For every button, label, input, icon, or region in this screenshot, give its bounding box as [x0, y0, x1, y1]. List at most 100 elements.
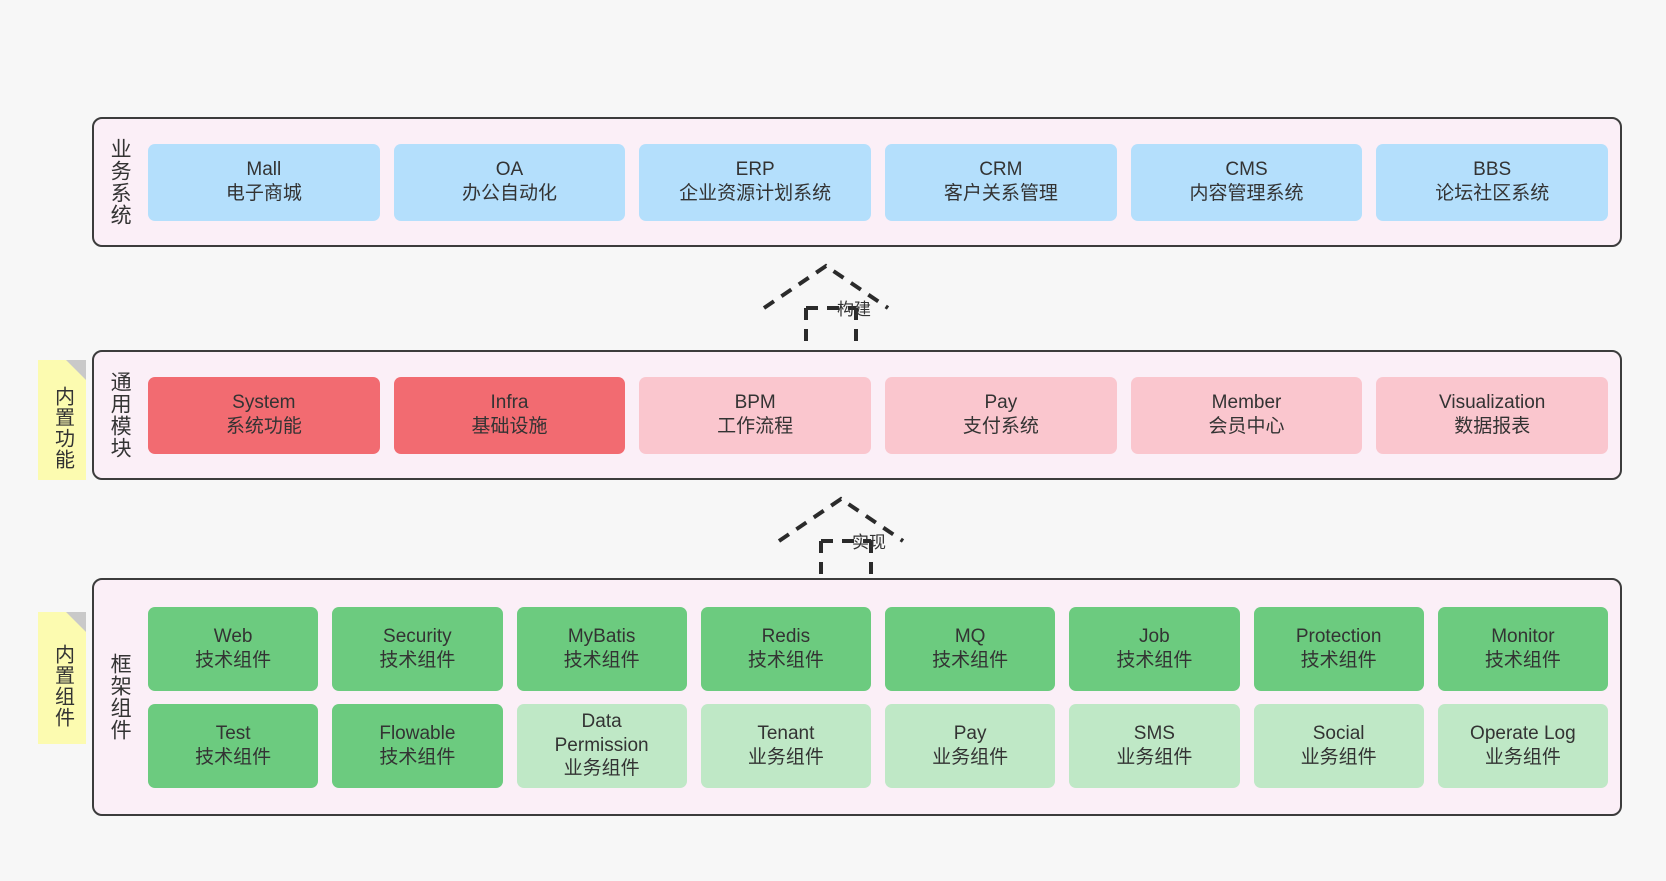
layer-common-modules: 通用模块 System 系统功能 Infra 基础设施 BPM 工作流程 Pay… [92, 350, 1622, 480]
card-web[interactable]: Web 技术组件 [148, 606, 319, 691]
layer-framework-components: 框架组件 Web 技术组件 Security 技术组件 MyBatis 技术组件… [92, 578, 1622, 816]
card-title: Data Permission [554, 710, 649, 756]
card-title: Monitor [1491, 625, 1555, 647]
card-subtitle: 会员中心 [1208, 416, 1285, 437]
card-member[interactable]: Member 会员中心 [1130, 376, 1363, 454]
card-subtitle: 技术组件 [1300, 649, 1377, 671]
card-erp[interactable]: ERP 企业资源计划系统 [639, 143, 872, 221]
card-subtitle: 系统功能 [225, 416, 302, 437]
card-title: BBS [1473, 159, 1512, 181]
card-subtitle: 业务组件 [932, 746, 1009, 768]
note-fold-icon [66, 612, 86, 632]
card-title: Operate Log [1470, 722, 1576, 744]
framework-tech-row: Web 技术组件 Security 技术组件 MyBatis 技术组件 Redi… [148, 606, 1608, 691]
card-title: Security [383, 625, 452, 647]
card-subtitle: 数据报表 [1454, 416, 1531, 437]
card-test[interactable]: Test 技术组件 [148, 703, 319, 788]
note-builtin-features: 内置功能 [38, 360, 86, 480]
card-subtitle: 内容管理系统 [1189, 183, 1304, 204]
connector-build-arrow [762, 263, 890, 352]
card-system[interactable]: System 系统功能 [148, 376, 380, 454]
layer-body-framework-components: Web 技术组件 Security 技术组件 MyBatis 技术组件 Redi… [144, 580, 1620, 814]
card-title: Test [215, 722, 251, 744]
card-title: Pay [953, 722, 987, 744]
layer-title-common-modules: 通用模块 [108, 371, 132, 459]
card-bbs[interactable]: BBS 论坛社区系统 [1376, 143, 1609, 221]
card-cms[interactable]: CMS 内容管理系统 [1130, 143, 1363, 221]
card-title: CMS [1225, 159, 1268, 181]
common-card-row: System 系统功能 Infra 基础设施 BPM 工作流程 Pay 支付系统… [148, 376, 1609, 454]
card-subtitle: 支付系统 [962, 416, 1039, 437]
card-subtitle: 论坛社区系统 [1435, 183, 1550, 204]
layer-title-business-systems: 业务系统 [108, 138, 132, 226]
card-pay-component[interactable]: Pay 业务组件 [885, 703, 1056, 788]
card-operate-log[interactable]: Operate Log 业务组件 [1437, 703, 1608, 788]
card-mybatis[interactable]: MyBatis 技术组件 [516, 606, 687, 691]
card-visualization[interactable]: Visualization 数据报表 [1376, 376, 1609, 454]
card-sms[interactable]: SMS 业务组件 [1069, 703, 1240, 788]
card-social[interactable]: Social 业务组件 [1253, 703, 1424, 788]
card-bpm[interactable]: BPM 工作流程 [639, 376, 872, 454]
card-title: BPM [734, 392, 776, 414]
card-pay[interactable]: Pay 支付系统 [885, 376, 1117, 454]
card-title: System [232, 392, 296, 414]
card-subtitle: 技术组件 [379, 746, 456, 768]
connector-implement-label: 实现 [852, 533, 886, 552]
card-subtitle: 企业资源计划系统 [679, 183, 832, 204]
card-subtitle: 业务组件 [1484, 746, 1561, 768]
card-subtitle: 技术组件 [195, 649, 272, 671]
card-subtitle: 办公自动化 [462, 183, 558, 204]
card-subtitle: 工作流程 [717, 416, 794, 437]
card-subtitle: 业务组件 [1300, 746, 1377, 768]
card-subtitle: 技术组件 [563, 649, 640, 671]
note-label: 内置组件 [51, 644, 74, 728]
card-infra[interactable]: Infra 基础设施 [393, 376, 626, 454]
card-tenant[interactable]: Tenant 业务组件 [700, 703, 871, 788]
card-subtitle: 客户关系管理 [943, 183, 1058, 204]
card-title: MQ [954, 625, 986, 647]
card-crm[interactable]: CRM 客户关系管理 [885, 143, 1117, 221]
card-mall[interactable]: Mall 电子商城 [148, 143, 380, 221]
card-data-permission[interactable]: Data Permission 业务组件 [516, 703, 687, 788]
card-title: Redis [761, 625, 811, 647]
card-security[interactable]: Security 技术组件 [332, 606, 503, 691]
card-subtitle: 技术组件 [1484, 649, 1561, 671]
card-title: Tenant [757, 722, 815, 744]
card-title: SMS [1133, 722, 1175, 744]
card-title: Web [213, 625, 253, 647]
layer-body-business-systems: Mall 电子商城 OA 办公自动化 ERP 企业资源计划系统 CRM 客户关系… [144, 119, 1620, 245]
layer-body-common-modules: System 系统功能 Infra 基础设施 BPM 工作流程 Pay 支付系统… [144, 352, 1620, 478]
card-subtitle: 技术组件 [195, 746, 272, 768]
card-flowable[interactable]: Flowable 技术组件 [332, 703, 503, 788]
card-subtitle: 业务组件 [563, 758, 640, 780]
connector-build: 构建 [760, 262, 940, 354]
card-title: CRM [979, 159, 1023, 181]
card-title: OA [495, 159, 524, 181]
card-monitor[interactable]: Monitor 技术组件 [1437, 606, 1608, 691]
card-title: Social [1312, 722, 1365, 744]
card-title: Visualization [1439, 392, 1546, 414]
connector-build-label: 构建 [837, 300, 871, 319]
card-title: Job [1139, 625, 1170, 647]
card-subtitle: 技术组件 [379, 649, 456, 671]
card-protection[interactable]: Protection 技术组件 [1253, 606, 1424, 691]
card-title: Pay [984, 392, 1018, 414]
layer-business-systems: 业务系统 Mall 电子商城 OA 办公自动化 ERP 企业资源计划系统 CRM… [92, 117, 1622, 247]
card-oa[interactable]: OA 办公自动化 [393, 143, 626, 221]
layer-title-framework-components: 框架组件 [108, 653, 132, 741]
connector-implement-arrow [777, 496, 905, 585]
card-redis[interactable]: Redis 技术组件 [700, 606, 871, 691]
card-title: Infra [490, 392, 529, 414]
card-title: ERP [735, 159, 775, 181]
card-subtitle: 技术组件 [932, 649, 1009, 671]
card-title: Member [1211, 392, 1282, 414]
card-mq[interactable]: MQ 技术组件 [885, 606, 1056, 691]
card-job[interactable]: Job 技术组件 [1069, 606, 1240, 691]
card-subtitle: 技术组件 [1116, 649, 1193, 671]
note-builtin-components: 内置组件 [38, 612, 86, 744]
card-subtitle: 业务组件 [747, 746, 824, 768]
card-subtitle: 技术组件 [747, 649, 824, 671]
connector-implement: 实现 [775, 495, 955, 587]
business-card-row: Mall 电子商城 OA 办公自动化 ERP 企业资源计划系统 CRM 客户关系… [148, 143, 1609, 221]
